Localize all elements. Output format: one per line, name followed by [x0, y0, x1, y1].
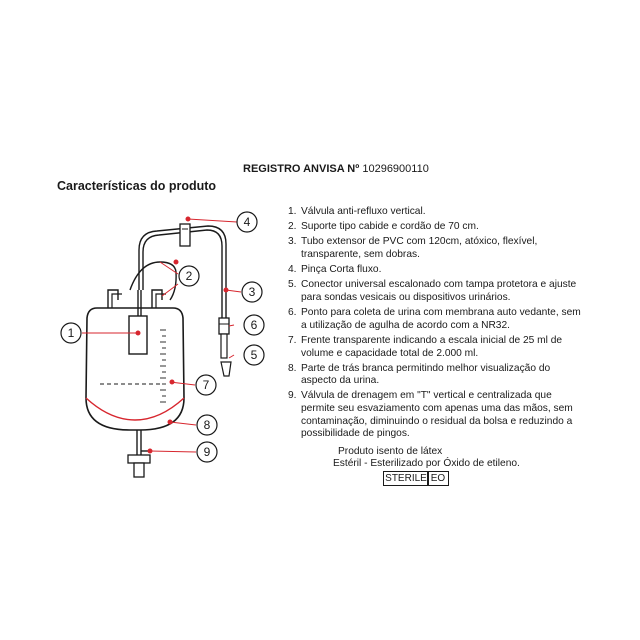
feature-item-4: 4. Pinça Corta fluxo.: [288, 264, 588, 277]
leader-2b: [161, 283, 179, 297]
feature-item-9: 9. Válvula de drenagem em "T" vertical e …: [288, 390, 588, 440]
hanger-hook-left: [107, 289, 119, 308]
bag-outline: [85, 307, 185, 431]
leader-8: [169, 421, 197, 426]
leader-dot-1: [135, 330, 141, 336]
callout-label-5: 5: [251, 348, 258, 362]
registro-label: REGISTRO ANVISA Nº: [243, 163, 360, 175]
bag-back-panel: [85, 397, 185, 421]
feature-num: 5.: [288, 279, 297, 291]
feature-item-7: 7. Frente transparente indicando a escala…: [288, 335, 588, 360]
page-title: Características do produto: [57, 179, 217, 193]
callout-label-1: 1: [68, 326, 75, 340]
latex-free-note: Produto isento de látex: [338, 446, 443, 457]
feature-item-8: 8. Parte de trás branca permitindo melhor…: [288, 363, 588, 388]
connector-cap: [220, 361, 232, 377]
hanger-hook-left-inner: [111, 293, 122, 308]
feature-text: Conector universal escalonado com tampa …: [301, 279, 577, 303]
callout-circle-2: [178, 265, 200, 287]
leader-4: [187, 218, 238, 223]
feature-num: 2.: [288, 221, 297, 233]
feature-text: Válvula anti-refluxo vertical.: [301, 206, 426, 217]
leader-dot-7: [169, 379, 175, 385]
callout-circle-9: [196, 441, 218, 463]
callout-label-2: 2: [186, 269, 193, 283]
callout-circle-6: [243, 314, 265, 336]
callout-label-9: 9: [204, 445, 211, 459]
feature-num: 1.: [288, 206, 297, 217]
leader-6: [228, 324, 235, 327]
callout-label-3: 3: [249, 285, 256, 299]
leader-dot-2: [173, 259, 179, 265]
hanger-hook-right-inner: [155, 293, 166, 308]
sample-port: [218, 317, 230, 335]
feature-num: 6.: [288, 307, 297, 319]
callout-circle-5: [243, 344, 265, 366]
feature-item-6: 6. Ponto para coleta de urina com membran…: [288, 307, 588, 332]
callout-circle-4: [236, 211, 258, 233]
leader-dot-8: [167, 419, 173, 425]
leader-9: [149, 450, 197, 453]
feature-text: Tubo extensor de PVC com 120cm, atóxico,…: [301, 236, 538, 260]
registro-anvisa: REGISTRO ANVISA Nº 10296900110: [243, 163, 429, 175]
feature-item-5: 5. Conector universal escalonado com tamp…: [288, 279, 588, 304]
feature-num: 8.: [288, 362, 297, 374]
callout-label-8: 8: [204, 418, 211, 432]
leader-dot-9: [147, 448, 153, 454]
feature-item-1: 1. Válvula anti-refluxo vertical.: [288, 206, 588, 219]
leader-3: [225, 289, 242, 293]
sterile-badge: STERILE: [383, 471, 429, 486]
leader-5: [228, 354, 235, 359]
leader-dot-4: [185, 216, 191, 222]
feature-num: 7.: [288, 334, 297, 346]
hanger-hook-right: [151, 289, 163, 308]
feature-num: 9.: [288, 390, 297, 402]
feature-item-2: 2. Suporte tipo cabide e cordão de 70 cm.: [288, 221, 588, 234]
feature-list: 1. Válvula anti-refluxo vertical. 2. Supor…: [288, 206, 588, 443]
leader-dot-3: [223, 287, 229, 293]
feature-text: Frente transparente indicando a escala i…: [301, 334, 563, 359]
feature-text: Parte de trás branca permitindo melhor v…: [301, 362, 551, 387]
universal-connector: [220, 333, 228, 359]
feature-text: Ponto para coleta de urina com membrana …: [301, 307, 581, 331]
callout-label-4: 4: [244, 215, 251, 229]
callout-circle-1: [60, 322, 82, 344]
sterilization-note: Estéril - Esterilizado por Óxido de etil…: [333, 458, 520, 469]
callout-circle-8: [196, 414, 218, 436]
flow-clamp: [179, 223, 191, 247]
leader-2: [159, 261, 179, 275]
callout-label-6: 6: [251, 318, 258, 332]
volume-scale: [160, 329, 166, 403]
feature-num: 4.: [288, 264, 297, 276]
callout-label-7: 7: [203, 378, 210, 392]
feature-item-3: 3. Tubo extensor de PVC com 120cm, atóxic…: [288, 236, 588, 261]
feature-text: Válvula de drenagem em "T" vertical e ce…: [301, 390, 573, 440]
feature-num: 3.: [288, 236, 297, 248]
feature-text: Pinça Corta fluxo.: [301, 264, 382, 276]
drain-outlet: [133, 462, 145, 478]
eo-badge: EO: [427, 471, 449, 486]
callout-circle-7: [195, 374, 217, 396]
feature-text: Suporte tipo cabide e cordão de 70 cm.: [301, 221, 479, 233]
registro-number: 10296900110: [362, 163, 429, 175]
drain-t-valve: [127, 454, 151, 464]
callout-circle-3: [241, 281, 263, 303]
